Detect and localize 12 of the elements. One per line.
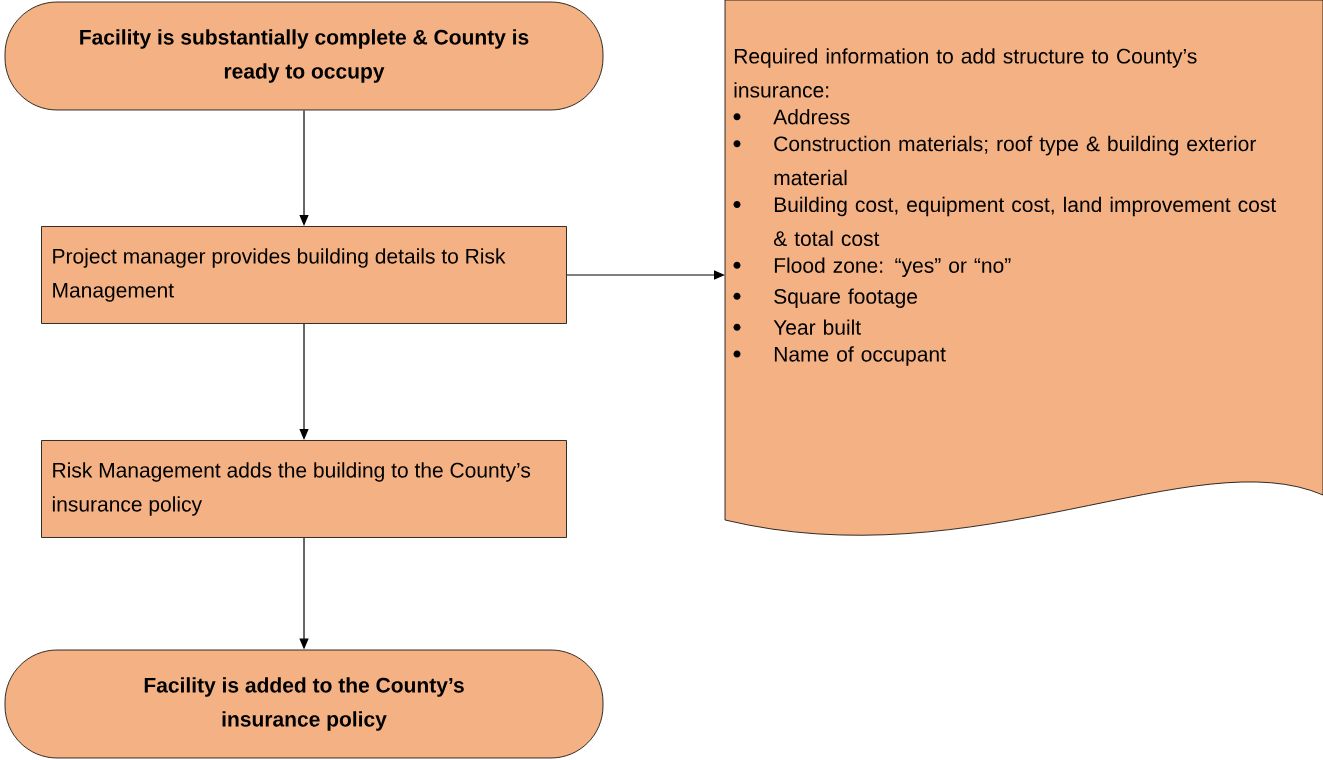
bullet-item: Building cost, equipment cost, land improvement cost & total cost <box>773 196 1277 247</box>
bullet-item: Year built <box>773 319 861 335</box>
bullet-item: Address <box>773 109 850 125</box>
process-box: Risk Management adds the building to the County’s insurance policy <box>41 440 567 538</box>
bullet-item: Name of occupant <box>774 346 946 366</box>
terminator: Facility is added to the County’s insurance policy <box>4 649 604 759</box>
bullet-item: Construction materials; roof type & building exterior material <box>774 135 1256 186</box>
bullet-item: Square footage <box>774 288 917 308</box>
terminator: Facility is substantially complete & County is ready to occupy <box>4 1 604 111</box>
heading: Required information to add structure to County’s insurance: <box>734 48 1197 98</box>
process-box: Project manager provides building details to Risk Management <box>41 226 567 324</box>
bullet-item: Flood zone: “yes” or “no” <box>774 257 1011 278</box>
